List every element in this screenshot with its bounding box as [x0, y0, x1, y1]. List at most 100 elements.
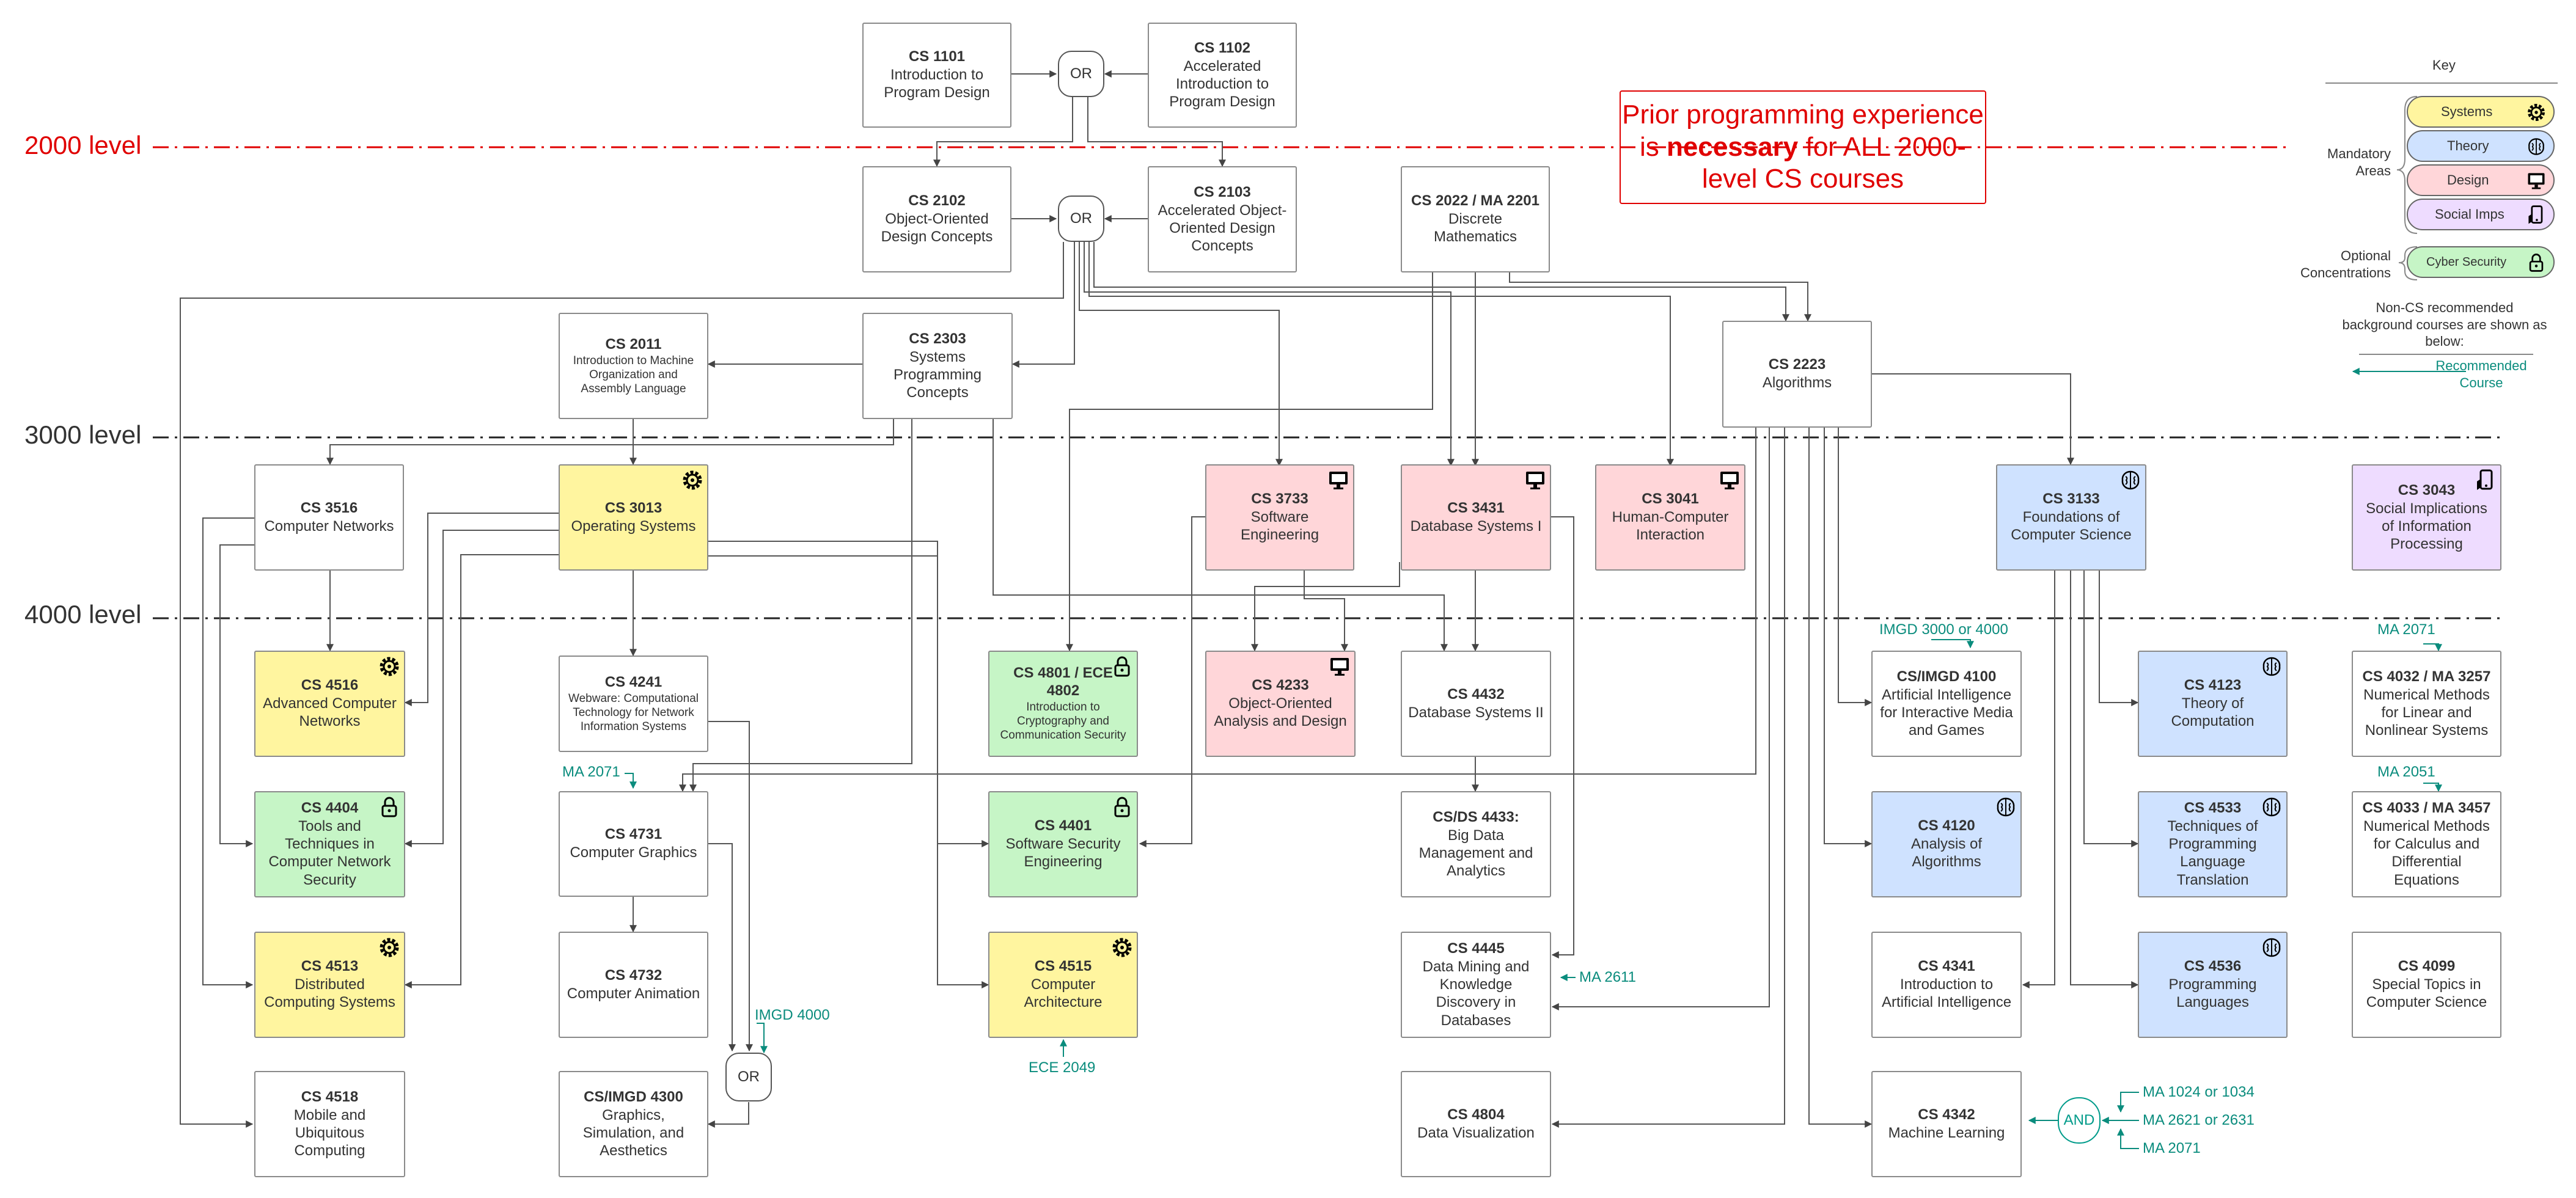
gear-icon — [1112, 938, 1132, 957]
course-cs2102[interactable]: CS 2102 Object-Oriented Design Concepts — [862, 166, 1011, 272]
brain-icon — [1997, 797, 2015, 817]
prior-experience-warning: Prior programming experience is necessar… — [1620, 90, 1986, 204]
course-cs4513[interactable]: CS 4513 Distributed Computing Systems — [254, 932, 405, 1038]
course-cs4099[interactable]: CS 4099 Special Topics in Computer Scien… — [2352, 932, 2501, 1038]
course-cs4516[interactable]: CS 4516 Advanced Computer Networks — [254, 651, 405, 757]
course-cs3133[interactable]: CS 3133 Foundations of Computer Science — [1996, 464, 2146, 571]
course-cs4120[interactable]: CS 4120 Analysis of Algorithms — [1871, 791, 2022, 897]
course-cs4404[interactable]: CS 4404 Tools and Techniques in Computer… — [254, 791, 405, 897]
course-cs3013[interactable]: CS 3013 Operating Systems — [559, 464, 708, 571]
course-code: CS/IMGD 4100 — [1896, 668, 1997, 685]
course-cs4432[interactable]: CS 4432 Database Systems II — [1401, 651, 1551, 757]
rec-ma2611: MA 2611 — [1579, 969, 1636, 985]
warning-text-2: for ALL 2000-level CS courses — [1701, 131, 1967, 194]
course-code: CS 2102 — [908, 192, 966, 210]
course-cs2303[interactable]: CS 2303 Systems Programming Concepts — [862, 313, 1013, 419]
course-cs4533[interactable]: CS 4533 Techniques of Programming Langua… — [2138, 791, 2288, 897]
edge-2022-2223 — [1509, 272, 1811, 322]
course-code: CS/DS 4433: — [1433, 808, 1519, 825]
course-code: CS/IMGD 4300 — [584, 1088, 683, 1105]
course-cs4801[interactable]: CS 4801 / ECE 4802 Introduction to Crypt… — [988, 651, 1138, 757]
course-code: CS 2011 — [605, 335, 662, 352]
edge-or-2223 — [1093, 242, 1789, 322]
edge-or-3733 — [1079, 242, 1283, 467]
course-title: Artificial Intelligence for Interactive … — [1880, 686, 2013, 739]
course-code: CS 4341 — [1918, 958, 1975, 975]
edge-3516-4404 — [219, 544, 254, 847]
course-title: Introduction to Cryptography and Communi… — [1000, 701, 1126, 742]
rec-ece2049: ECE 2049 — [1029, 1059, 1096, 1076]
monitor-icon — [1329, 472, 1348, 489]
edge-3013-4516 — [404, 513, 559, 706]
course-cs3041[interactable]: CS 3041 Human-Computer Interaction — [1595, 464, 1745, 571]
course-code: CS 4432 — [1447, 685, 1505, 703]
edge-2303-3516 — [326, 419, 894, 466]
course-cs4342[interactable]: CS 4342 Machine Learning — [1871, 1071, 2022, 1177]
edge-4731-or — [708, 843, 736, 1052]
course-cs3431[interactable]: CS 3431 Database Systems I — [1401, 464, 1551, 571]
course-code: CS 4801 / ECE 4802 — [1013, 665, 1113, 699]
course-cs4518[interactable]: CS 4518 Mobile and Ubiquitous Computing — [254, 1071, 405, 1177]
course-cs4401[interactable]: CS 4401 Software Security Engineering — [988, 791, 1138, 897]
key-theory-label: Theory — [2447, 138, 2489, 153]
course-code: CS 3013 — [604, 499, 662, 516]
course-cs3733[interactable]: CS 3733 Software Engineering — [1205, 464, 1354, 571]
course-cs4100[interactable]: CS/IMGD 4100 Artificial Intelligence for… — [1871, 651, 2022, 757]
course-cs4515[interactable]: CS 4515 Computer Architecture — [988, 932, 1138, 1038]
rec-ma1024: MA 1024 or 1034 — [2143, 1084, 2255, 1100]
course-code: CS 4033 / MA 3457 — [2362, 800, 2491, 817]
or-gate-oo: OR — [1058, 195, 1104, 242]
rec-ma2071-graphics: MA 2071 — [562, 764, 620, 780]
course-cs2103[interactable]: CS 2103 Accelerated Object-Oriented Desi… — [1148, 166, 1297, 272]
course-cs4341[interactable]: CS 4341 Introduction to Artificial Intel… — [1871, 932, 2022, 1038]
course-cs4032[interactable]: CS 4032 / MA 3257 Numerical Methods for … — [2352, 651, 2501, 757]
course-code: CS 4515 — [1034, 958, 1092, 975]
edge-ma2071-4032 — [2423, 643, 2442, 652]
key-decorations — [2325, 82, 2558, 355]
prerequisite-connectors — [180, 70, 2139, 1128]
course-code: CS 4241 — [604, 673, 662, 690]
course-cs4732[interactable]: CS 4732 Computer Animation — [559, 932, 708, 1038]
course-cs4233[interactable]: CS 4233 Object-Oriented Analysis and Des… — [1205, 651, 1356, 757]
edge-ma2051-4033 — [2423, 783, 2442, 792]
edge-or-2102 — [933, 97, 1073, 167]
course-cs2022[interactable]: CS 2022 / MA 2201 Discrete Mathematics — [1401, 166, 1550, 272]
course-title: Data Mining and Knowledge Discovery in D… — [1422, 958, 1530, 1029]
edge-4241-or — [708, 721, 753, 1052]
course-cs3516[interactable]: CS 3516 Computer Networks — [254, 464, 404, 571]
course-cs4445[interactable]: CS 4445 Data Mining and Knowledge Discov… — [1401, 932, 1551, 1038]
course-title: Software Security Engineering — [1005, 836, 1121, 871]
edge-3133-4536 — [2070, 571, 2139, 988]
course-cs4300[interactable]: CS/IMGD 4300 Graphics, Simulation, and A… — [559, 1071, 708, 1177]
course-code: CS 4732 — [604, 966, 662, 984]
course-cs4241[interactable]: CS 4241 Webware: Computational Technolog… — [559, 656, 708, 752]
course-cs1102[interactable]: CS 1102 Accelerated Introduction to Prog… — [1148, 23, 1297, 128]
edge-ma2071-4731 — [625, 773, 637, 789]
course-title: Computer Architecture — [1024, 976, 1103, 1011]
course-cs4123[interactable]: CS 4123 Theory of Computation — [2138, 651, 2288, 757]
course-cs4536[interactable]: CS 4536 Programming Languages — [2138, 932, 2288, 1038]
edge-3133-4123 — [2099, 571, 2139, 706]
course-cs2223[interactable]: CS 2223 Algorithms — [1722, 321, 1872, 428]
course-cs4804[interactable]: CS 4804 Data Visualization — [1401, 1071, 1551, 1177]
course-title: Webware: Computational Technology for Ne… — [568, 692, 699, 733]
or-gate-graphics: OR — [725, 1053, 772, 1101]
padlock-icon — [381, 797, 397, 817]
rec-ma2071-numerical: MA 2071 — [2377, 621, 2435, 638]
course-title: Graphics, Simulation, and Aesthetics — [582, 1106, 684, 1160]
course-title: Techniques of Programming Language Trans… — [2167, 817, 2258, 888]
course-cs2011[interactable]: CS 2011 Introduction to Machine Organiza… — [559, 313, 708, 419]
brain-icon — [2262, 938, 2281, 957]
course-title: Computer Graphics — [570, 844, 697, 861]
course-cs4033[interactable]: CS 4033 / MA 3457 Numerical Methods for … — [2352, 791, 2501, 897]
key-mandatory-label: Mandatory Areas — [2327, 146, 2391, 178]
course-title: Introduction to Artificial Intelligence — [1881, 976, 2012, 1011]
course-cs1101[interactable]: CS 1101 Introduction to Program Design — [862, 23, 1011, 128]
course-code: CS 1102 — [1194, 39, 1251, 56]
course-cs4433[interactable]: CS/DS 4433: Big Data Management and Anal… — [1401, 791, 1551, 897]
course-cs3043[interactable]: CS 3043 Social Implications of Informati… — [2352, 464, 2501, 571]
course-cs4731[interactable]: CS 4731 Computer Graphics — [559, 791, 708, 897]
course-code: CS 3133 — [2042, 491, 2100, 508]
course-code: CS 3041 — [1642, 491, 1699, 508]
